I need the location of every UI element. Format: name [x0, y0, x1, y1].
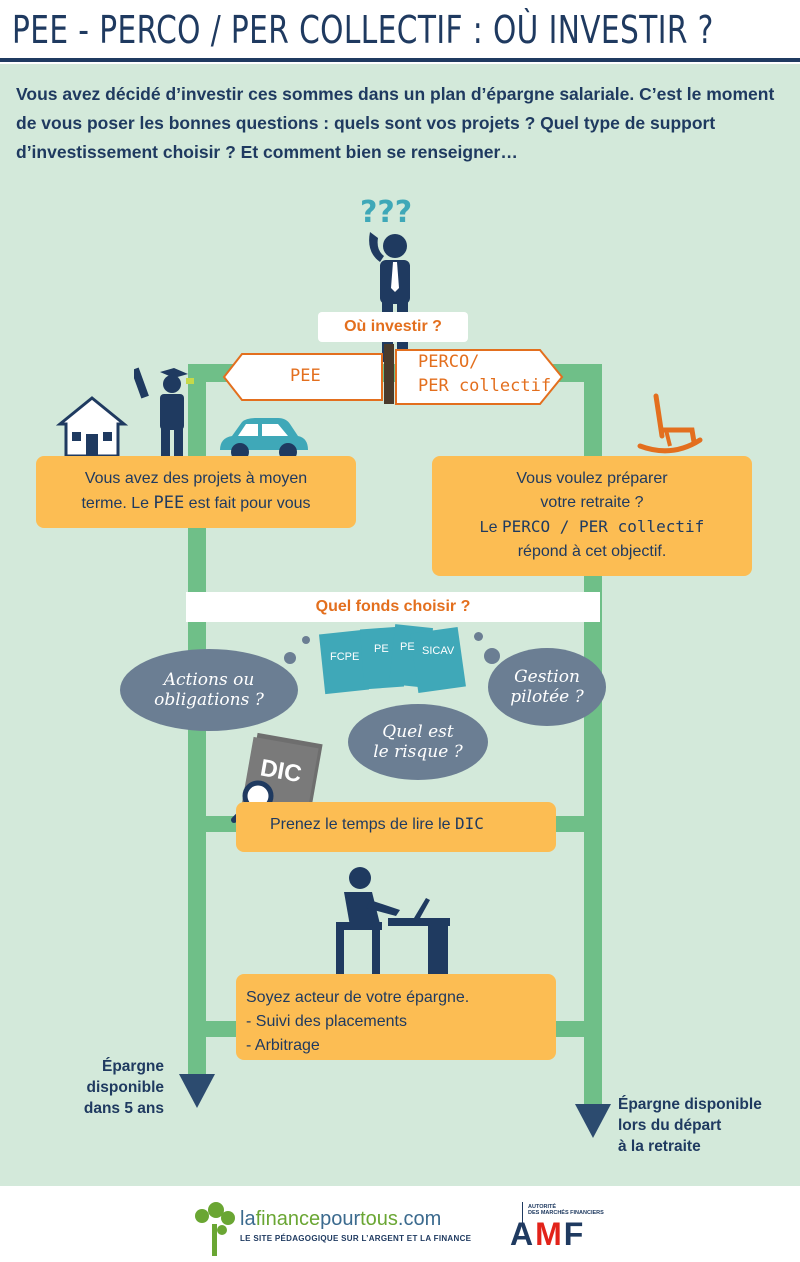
lafinancepourtous-logo[interactable]: lafinancepourtous.com [240, 1208, 442, 1230]
sign-left-board [222, 353, 383, 401]
sign-post [384, 344, 394, 404]
title-underline [0, 58, 800, 62]
pee-box: Vous avez des projets à moyen terme. Le … [36, 456, 356, 528]
right-arrow-icon [575, 1104, 611, 1138]
perco-box-line3: Le PERCO / PER collectif [479, 517, 705, 536]
dic-highlight: DIC [454, 814, 484, 833]
left-arrow-icon [179, 1074, 215, 1108]
perco-highlight: PERCO / PER collectif [501, 517, 705, 536]
perco-box-line1: Vous voulez préparer [516, 470, 668, 487]
page-title: PEE - PERCO / PER COLLECTIF : OÙ INVESTI… [12, 8, 714, 52]
dic-box-text: Prenez le temps de lire le [270, 816, 455, 833]
cloud-dot [302, 636, 310, 644]
cloud-dot [484, 648, 500, 664]
infographic-panel: Vous avez décidé d’investir ces sommes d… [0, 64, 800, 1186]
thinking-person-icon: ??? [360, 195, 412, 362]
person-at-desk-icon [336, 867, 450, 974]
cloud-right-line1: Gestion [514, 667, 580, 687]
where-to-invest-label: Où investir ? [318, 312, 468, 342]
cloud-dot [284, 652, 296, 664]
pee-box-line2: terme. Le PEE est fait pour vous [81, 493, 311, 513]
doc-label-3: PE [400, 641, 415, 653]
fund-documents-icon: FCPE PE PE SICAV [318, 624, 466, 695]
tree-logo-icon [195, 1202, 235, 1256]
perco-box-line4: répond à cet objectif. [517, 543, 667, 560]
doc-label-2: PE [374, 643, 389, 655]
header: PEE - PERCO / PER COLLECTIF : OÙ INVESTI… [0, 0, 800, 64]
fund-choice-label: Quel fonds choisir ? [186, 592, 600, 622]
rocking-chair-icon [637, 393, 703, 454]
sign-right-text-2: PER collectif [418, 376, 552, 396]
logo-tagline: LE SITE PÉDAGOGIQUE SUR L’ARGENT ET LA F… [240, 1234, 472, 1243]
footer: lafinancepourtous.com LE SITE PÉDAGOGIQU… [0, 1186, 800, 1262]
amf-logo[interactable]: AMF [510, 1216, 586, 1252]
house-icon [56, 396, 128, 458]
doc-label-4: SICAV [422, 645, 455, 657]
perco-box-line2: votre retraite ? [540, 494, 644, 511]
actor-box-line1: Soyez acteur de votre épargne. [246, 989, 470, 1006]
intro-text: Vous avez décidé d’investir ces sommes d… [16, 84, 775, 162]
perco-box: Vous voulez préparer votre retraite ? Le… [432, 456, 752, 576]
pee-highlight: PEE [153, 493, 185, 513]
dic-box: Prenez le temps de lire le DIC [236, 802, 556, 852]
cloud-left-line2: obligations ? [154, 690, 264, 710]
left-note: Épargne disponible dans 5 ans [83, 1058, 164, 1117]
pee-box-line1: Vous avez des projets à moyen [84, 470, 308, 487]
amf-subtitle: AUTORITÉ DES MARCHÉS FINANCIERS [528, 1204, 604, 1216]
right-note: Épargne disponible lors du départ à la r… [618, 1096, 762, 1155]
amf-divider [522, 1202, 523, 1226]
sign-left-text: PEE [290, 366, 321, 386]
cloud-mid-line1: Quel est [382, 722, 454, 742]
actor-box-line3: - Arbitrage [246, 1037, 320, 1054]
cloud-dot [474, 632, 483, 641]
actor-box: Soyez acteur de votre épargne. - Suivi d… [236, 974, 556, 1060]
question-marks: ??? [360, 195, 412, 230]
doc-label-1: FCPE [330, 651, 359, 663]
sign-right-text-1: PERCO/ [418, 352, 480, 372]
cloud-mid-line2: le risque ? [373, 742, 463, 762]
actor-box-line2: - Suivi des placements [246, 1013, 407, 1030]
sign-right-board [395, 349, 564, 405]
cloud-right-line2: pilotée ? [510, 687, 584, 707]
graduate-icon [134, 367, 194, 460]
cloud-left-line1: Actions ou [163, 670, 255, 690]
